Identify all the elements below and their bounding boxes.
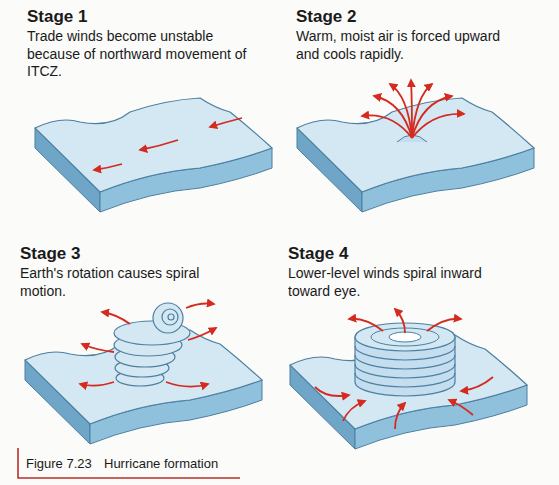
stage-description: Lower-level winds spiral inward toward e…	[288, 265, 488, 300]
caption-rule	[18, 448, 240, 478]
stage-description: Trade winds become unstable because of n…	[27, 28, 247, 81]
stage2-figure	[297, 80, 534, 212]
stage-description: Earth's rotation causes spiral motion.	[20, 265, 205, 300]
stage1-figure	[35, 98, 272, 212]
figure-number: Figure 7.23	[26, 456, 92, 472]
stage4-figure	[290, 309, 527, 449]
stage-heading: Stage 1	[27, 6, 227, 27]
figure-caption: Hurricane formation	[104, 456, 218, 472]
stage-heading: Stage 2	[296, 6, 496, 27]
stage-description: Warm, moist air is forced upward and coo…	[296, 28, 506, 63]
stage3-figure	[25, 303, 262, 444]
stage-heading: Stage 3	[20, 243, 220, 264]
stage-heading: Stage 4	[288, 243, 488, 264]
